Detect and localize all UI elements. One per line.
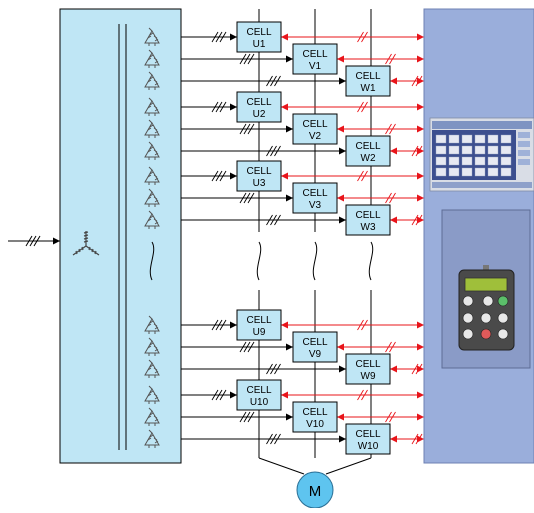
keypad-controller-icon[interactable]	[458, 265, 515, 351]
cell-prefix-label: CELL	[302, 49, 327, 60]
keypad-key[interactable]	[497, 328, 509, 340]
cell-prefix-label: CELL	[246, 97, 271, 108]
keypad-key[interactable]	[482, 295, 494, 307]
cell-prefix-label: CELL	[246, 385, 271, 396]
delta-winding-icon	[144, 97, 160, 116]
delta-winding-icon	[144, 166, 160, 185]
delta-winding-icon	[144, 49, 160, 68]
cell-prefix-label: CELL	[355, 71, 380, 82]
delta-winding-icon	[144, 315, 160, 334]
cell-id-label: V9	[309, 349, 322, 360]
keypad-key[interactable]	[462, 295, 474, 307]
cell-prefix-label: CELL	[302, 337, 327, 348]
delta-winding-icon	[144, 407, 160, 426]
cell-id-label: U2	[253, 109, 266, 120]
delta-winding-icon	[144, 71, 160, 90]
cell-id-label: U3	[253, 178, 266, 189]
cell-id-label: V1	[309, 61, 322, 72]
gap-marker	[312, 241, 318, 281]
cell-prefix-label: CELL	[302, 407, 327, 418]
delta-winding-icon	[144, 359, 160, 378]
cell-id-label: W9	[361, 371, 376, 382]
gap-marker	[149, 241, 155, 281]
cell-id-label: W1	[361, 83, 376, 94]
phase-shifting-transformer	[59, 8, 182, 464]
keypad-key[interactable]	[497, 312, 509, 324]
delta-winding-icon	[144, 188, 160, 207]
cell-prefix-label: CELL	[246, 315, 271, 326]
cell-prefix-label: CELL	[355, 210, 380, 221]
keypad-key[interactable]	[462, 328, 474, 340]
cell-id-label: V10	[306, 419, 324, 430]
keypad-key[interactable]	[497, 295, 509, 307]
wye-winding-icon	[72, 231, 100, 256]
cell-prefix-label: CELL	[355, 429, 380, 440]
fiber-optic-links	[281, 31, 424, 445]
cell-prefix-label: CELL	[302, 188, 327, 199]
omitted-section-markers	[149, 241, 374, 281]
keypad-key[interactable]	[480, 312, 492, 324]
motor-label: M	[309, 483, 322, 500]
keypad-key[interactable]	[480, 328, 492, 340]
cell-id-label: W2	[361, 153, 376, 164]
cell-id-label: U1	[253, 39, 266, 50]
input-supply-line	[8, 235, 60, 247]
keypad-key[interactable]	[462, 312, 474, 324]
cell-id-label: W10	[358, 441, 379, 452]
delta-winding-icon	[144, 385, 160, 404]
delta-winding-icon	[144, 337, 160, 356]
delta-winding-icon	[144, 119, 160, 138]
cell-prefix-label: CELL	[302, 119, 327, 130]
cell-prefix-label: CELL	[246, 166, 271, 177]
cell-id-label: W3	[361, 222, 376, 233]
cell-prefix-label: CELL	[355, 141, 380, 152]
cell-prefix-label: CELL	[355, 359, 380, 370]
hmi-touchscreen-icon[interactable]	[429, 117, 534, 192]
delta-winding-icon	[144, 210, 160, 229]
gap-marker	[256, 241, 262, 281]
cell-id-label: V2	[309, 131, 322, 142]
gap-marker	[368, 241, 374, 281]
delta-winding-icon	[144, 27, 160, 46]
secondary-windings	[144, 27, 160, 448]
power-cells: CELLU1CELLV1CELLW1CELLU2CELLV2CELLW2CELL…	[236, 21, 391, 455]
cell-id-label: U10	[250, 397, 269, 408]
cell-id-label: V3	[309, 200, 322, 211]
delta-winding-icon	[144, 429, 160, 448]
cell-prefix-label: CELL	[246, 27, 271, 38]
delta-winding-icon	[144, 141, 160, 160]
motor: M	[258, 457, 372, 509]
cell-id-label: U9	[253, 327, 266, 338]
